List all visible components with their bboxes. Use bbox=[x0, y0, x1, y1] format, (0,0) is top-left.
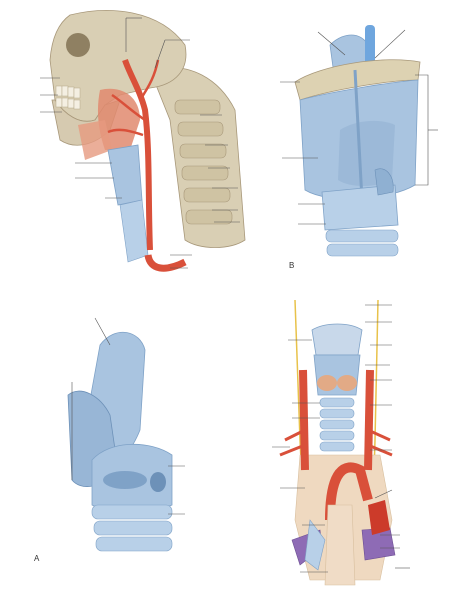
subclavian-branches bbox=[279, 428, 393, 457]
external-carotid-branches bbox=[107, 59, 160, 137]
thyroid-gland-left bbox=[317, 375, 337, 391]
cervical-spine bbox=[149, 67, 246, 248]
neck-muscle bbox=[97, 88, 140, 150]
arytenoid-facet bbox=[150, 472, 166, 492]
leader-lines bbox=[40, 17, 240, 269]
heart-red-region bbox=[368, 500, 390, 535]
teeth bbox=[55, 85, 81, 110]
panel-letter-a: A bbox=[34, 554, 40, 563]
panel-letter-b: B bbox=[289, 261, 294, 270]
midline-band bbox=[353, 69, 364, 201]
carotid-artery bbox=[122, 59, 153, 251]
leader-lines bbox=[272, 304, 410, 573]
thyroid-gland-right bbox=[337, 375, 357, 391]
bronchus bbox=[304, 519, 326, 571]
leader-lines bbox=[71, 317, 185, 515]
aortic-arch bbox=[325, 462, 373, 521]
arytenoid bbox=[374, 168, 394, 196]
panel-larynx-posterior: B bbox=[280, 25, 438, 270]
panel-neck-lateral bbox=[40, 10, 246, 272]
panel-cartilage-oblique: A bbox=[34, 317, 185, 563]
orbit bbox=[66, 33, 90, 57]
panel-neck-anterior bbox=[272, 299, 410, 586]
subclavian-artery bbox=[144, 254, 187, 272]
common-carotid-right bbox=[364, 369, 374, 471]
cricoid-opening bbox=[103, 471, 147, 489]
esophagus-anterior bbox=[324, 504, 356, 586]
trachea-rings-oblique bbox=[91, 504, 173, 552]
leader-lines bbox=[280, 29, 438, 225]
cricoid-cartilage bbox=[321, 184, 399, 231]
trachea-rings-anterior bbox=[319, 397, 355, 452]
common-carotid-left bbox=[299, 369, 309, 471]
submandibular-muscle bbox=[78, 120, 112, 160]
trachea-rings-posterior bbox=[325, 229, 399, 257]
hyoid-bone bbox=[294, 59, 421, 101]
epiglottis-anterior bbox=[311, 323, 363, 356]
larynx-lateral bbox=[107, 144, 143, 206]
trachea-lateral bbox=[119, 199, 149, 263]
esophagus-tube bbox=[365, 25, 375, 65]
